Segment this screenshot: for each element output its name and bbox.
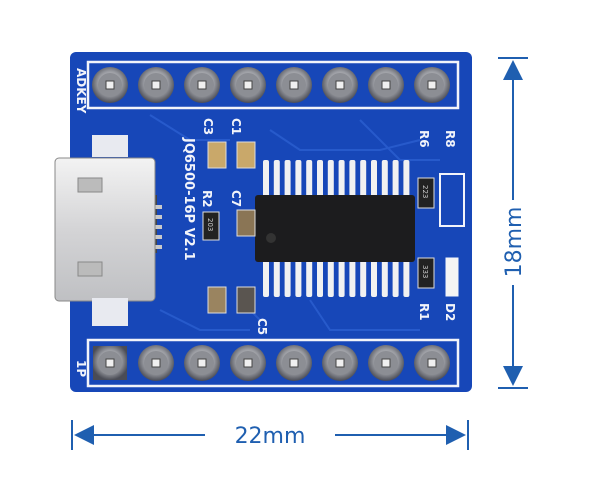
header-pin (230, 345, 266, 381)
chip-legs (263, 160, 410, 297)
chip-leg (349, 259, 356, 297)
chip-leg (263, 259, 269, 297)
chip-leg (327, 160, 334, 198)
chip-leg (317, 259, 323, 297)
header-pin (276, 67, 312, 103)
bottom-pin-label: 1P (74, 360, 88, 377)
header-pin (230, 67, 266, 103)
header-pin (184, 345, 220, 381)
top-header-outline (86, 60, 460, 110)
header-pin (92, 67, 128, 103)
chip-leg (338, 259, 345, 297)
header-pin (368, 67, 404, 103)
chip-leg (273, 259, 280, 297)
bottom-header-outline (86, 338, 460, 388)
header-pin (322, 67, 358, 103)
chip-leg (317, 160, 323, 198)
height-label: 18mm (502, 207, 527, 278)
label-c5: C5 (255, 318, 269, 335)
chip-leg (295, 160, 302, 198)
chip-leg (273, 160, 280, 198)
chip-leg (403, 259, 410, 297)
width-dimension: 22mm (71, 420, 469, 450)
code-r1: 333 (421, 265, 429, 278)
code-r2: 203 (206, 218, 214, 231)
header-pin (93, 346, 127, 380)
chip-leg (360, 160, 367, 198)
capacitors (207, 141, 256, 314)
top-pin-row (92, 67, 450, 103)
label-r2: R2 (200, 190, 214, 208)
resistor-r6 (417, 177, 435, 209)
label-c7: C7 (229, 190, 243, 207)
led-d2 (445, 257, 459, 297)
header-pin (322, 345, 358, 381)
audio-chip (255, 195, 415, 262)
usb-mount-pad (92, 298, 128, 326)
label-r6: R6 (417, 130, 431, 148)
chip-leg (381, 259, 388, 297)
code-r6: 223 (421, 185, 429, 198)
chip-leg (284, 259, 291, 297)
chip-leg (306, 160, 313, 198)
micro-usb-connector (54, 157, 162, 302)
resistor-r1 (417, 257, 435, 289)
chip-leg (349, 160, 356, 198)
pcb-traces (149, 114, 440, 331)
resistor-r2 (202, 211, 220, 241)
chip-leg (371, 259, 377, 297)
bottom-pin-row (93, 345, 450, 381)
header-pin (184, 67, 220, 103)
chip-leg (381, 160, 388, 198)
top-pin-label: ADKEY (74, 68, 88, 114)
r8-pad (439, 173, 465, 227)
chip-leg (284, 160, 291, 198)
header-pin (276, 345, 312, 381)
height-dimension: 18mm (498, 57, 528, 389)
header-pin (138, 67, 174, 103)
chip-leg (338, 160, 345, 198)
chip-leg (295, 259, 302, 297)
chip-leg (371, 160, 377, 198)
header-pin (414, 67, 450, 103)
usb-mount-pad (92, 135, 128, 157)
chip-leg (263, 160, 269, 198)
header-pin (138, 345, 174, 381)
header-pin (414, 345, 450, 381)
chip-leg (306, 259, 313, 297)
width-label: 22mm (235, 424, 306, 449)
label-r1: R1 (417, 303, 431, 321)
header-pin (368, 345, 404, 381)
chip-leg (392, 259, 399, 297)
board-model-label: JQ6500-16P V2.1 (181, 137, 196, 261)
label-c1: C1 (229, 118, 243, 135)
label-c3: C3 (201, 118, 215, 135)
chip-leg (403, 160, 410, 198)
chip-leg (392, 160, 399, 198)
label-r8: R8 (443, 130, 457, 148)
chip-leg (360, 259, 367, 297)
label-d2: D2 (443, 303, 457, 321)
chip-leg (327, 259, 334, 297)
